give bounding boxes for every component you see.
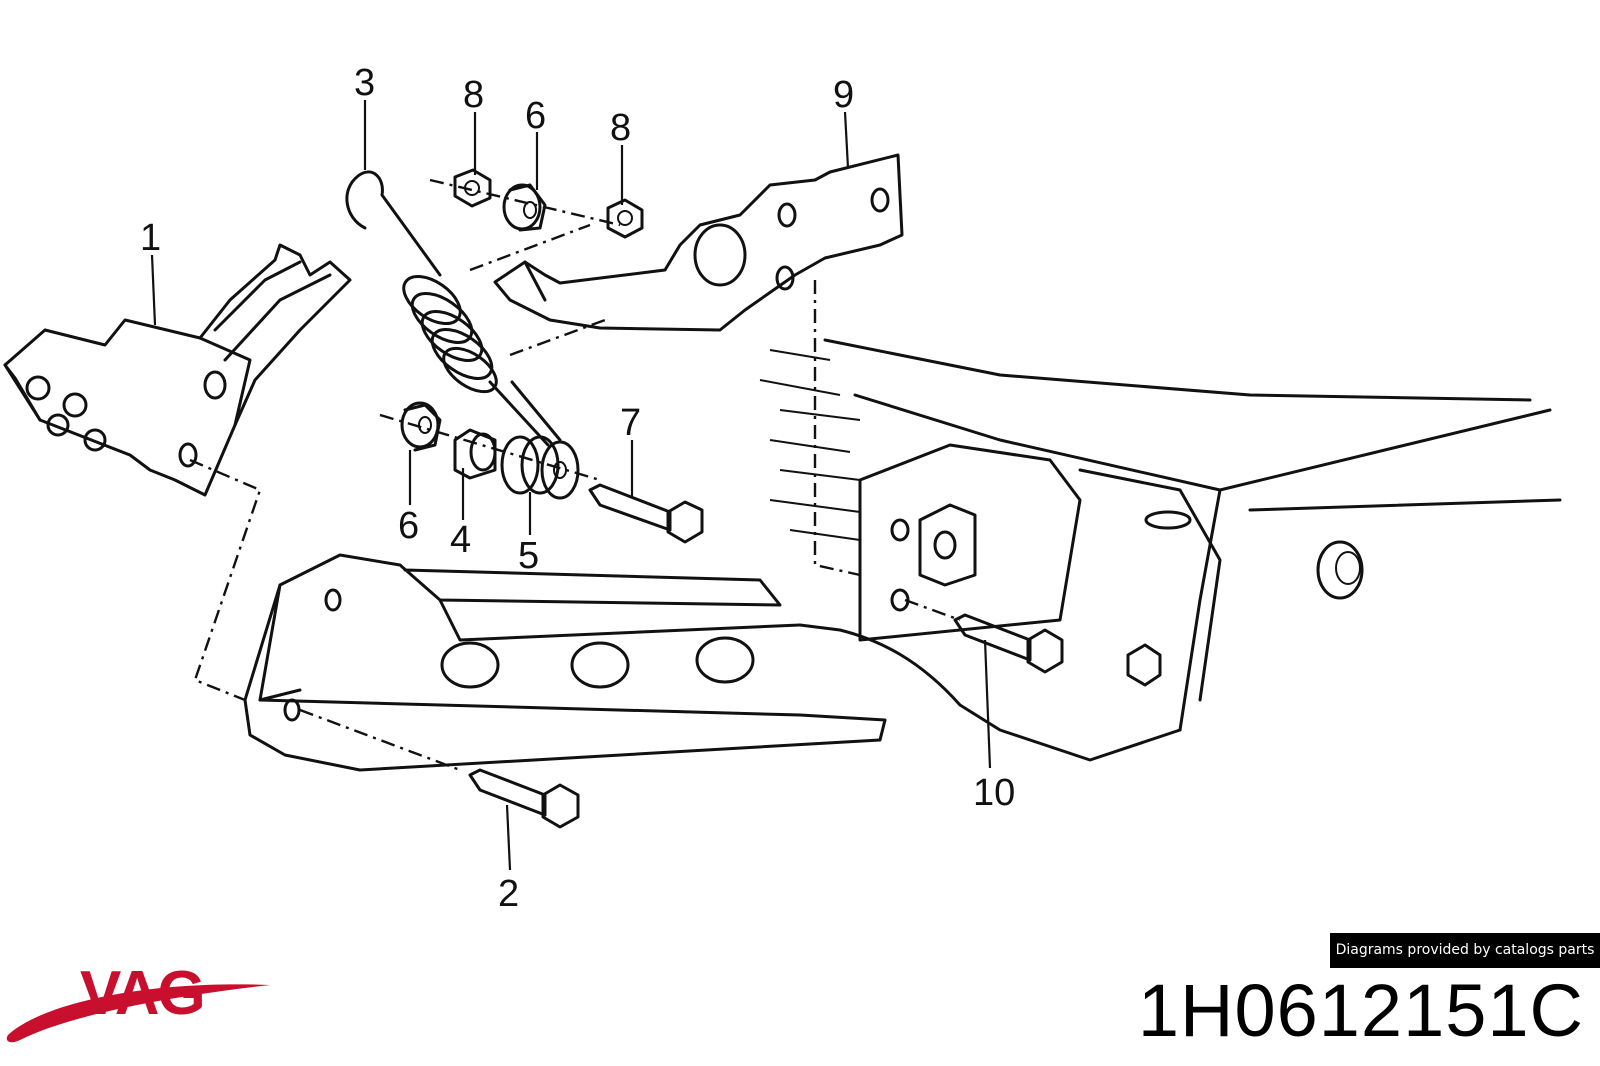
- vag-logo-text: VAG: [80, 959, 206, 1028]
- rubber-bushing: [500, 435, 580, 500]
- callout-3: 3: [354, 62, 375, 104]
- callout-6-upper: 6: [525, 95, 546, 137]
- leader-lines: [150, 100, 992, 871]
- callout-6-lower: 6: [398, 505, 419, 547]
- callout-10: 10: [973, 772, 1015, 814]
- assembly-lines: [189, 178, 961, 772]
- lower-bolt: [468, 768, 580, 829]
- washer-upper: [502, 183, 547, 232]
- spacer-sleeve: [453, 428, 497, 480]
- callout-labels: 1 2 3 4 5 6 6 7 8 8 9 10: [140, 62, 1015, 915]
- washer-lower: [400, 401, 442, 452]
- callout-8-left: 8: [463, 74, 484, 116]
- vag-logo: [6, 984, 271, 1043]
- return-spring: [345, 170, 562, 447]
- mounting-plate: [493, 153, 904, 332]
- nut-upper-right: [606, 198, 644, 239]
- callout-5: 5: [518, 535, 539, 577]
- callout-8-right: 8: [610, 107, 631, 149]
- pedal-bracket: [3, 243, 352, 497]
- frame-beam: [243, 338, 1562, 772]
- callout-7: 7: [620, 402, 641, 444]
- diagram-credit-banner: Diagrams provided by catalogs parts: [1330, 933, 1600, 968]
- callout-2: 2: [498, 873, 519, 915]
- side-bolt: [953, 613, 1064, 674]
- part-number: 1H0612151C: [1137, 969, 1584, 1052]
- callout-1: 1: [140, 217, 161, 259]
- pivot-bolt: [588, 483, 704, 544]
- callout-4: 4: [450, 519, 471, 561]
- callout-9: 9: [833, 74, 854, 116]
